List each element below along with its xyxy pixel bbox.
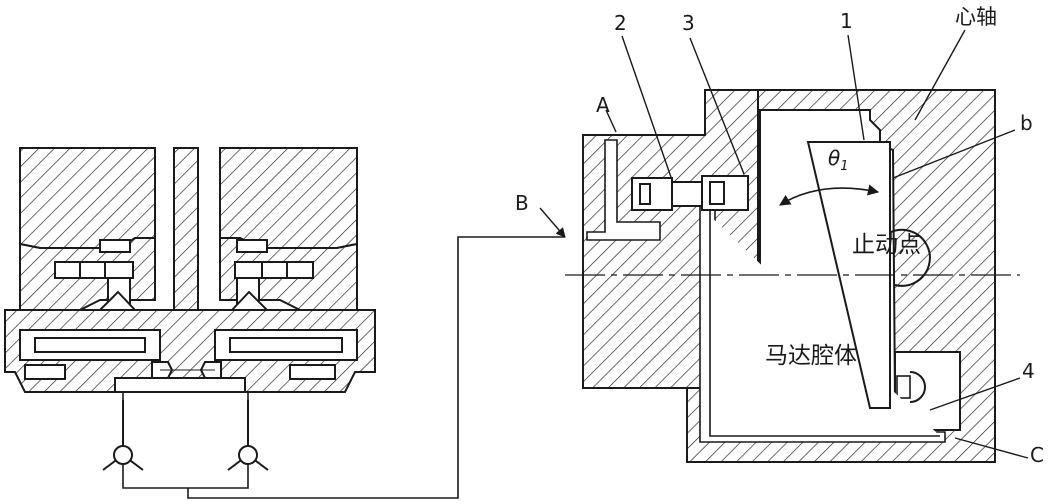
control-valve-assembly <box>4 147 565 499</box>
valve-center-plate <box>173 147 199 334</box>
label-port-b: B <box>515 191 529 215</box>
label-motor-cavity: 马达腔体 <box>765 343 857 369</box>
flapper-right <box>229 239 314 311</box>
part-3-plunger <box>701 175 749 211</box>
flapper-left <box>54 239 138 311</box>
label-part-1: 1 <box>840 9 853 33</box>
angle-arc <box>779 184 880 206</box>
spool-channel <box>19 329 358 393</box>
label-mandrel: 心轴 <box>955 5 997 29</box>
label-stop-point: 止动点 <box>852 232 921 258</box>
label-port-b-small: b <box>1020 111 1033 135</box>
label-port-a: A <box>596 93 610 117</box>
leader-lines <box>539 29 1029 459</box>
part-4-ball <box>909 371 926 403</box>
label-theta: θ1 <box>828 146 849 174</box>
theta-subscript: 1 <box>840 159 848 174</box>
valve-block-upper-left <box>19 147 156 249</box>
theta-symbol: θ <box>828 146 840 170</box>
part-4-seat <box>896 375 911 399</box>
label-part-2: 2 <box>614 11 627 35</box>
motor-assembly <box>565 89 1020 463</box>
part-2-plunger <box>631 177 703 211</box>
check-valve-left <box>102 400 144 471</box>
label-port-c: C <box>1030 443 1044 467</box>
label-part-3: 3 <box>682 11 695 35</box>
check-valve-right <box>227 400 269 471</box>
diagram-labels: 2 3 1 心轴 b A B θ1 止动点 马达腔体 4 C <box>515 5 1044 467</box>
valve-piping <box>122 236 565 499</box>
label-part-4: 4 <box>1022 359 1035 383</box>
valve-block-upper-right <box>219 147 358 249</box>
